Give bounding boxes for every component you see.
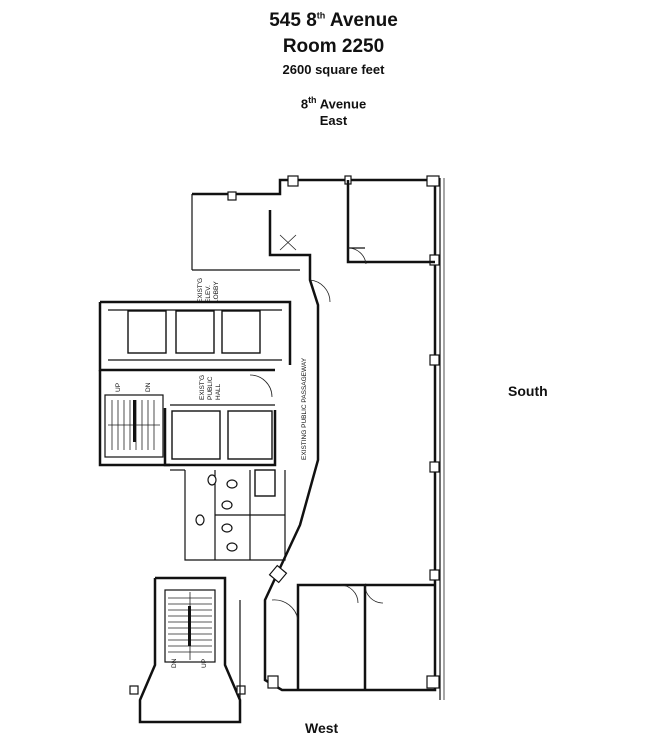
- area-label: 2600 square feet: [282, 62, 385, 77]
- elevator-car: [127, 310, 167, 354]
- passageway-label: EXISTING PUBLIC PASSAGEWAY: [301, 357, 308, 460]
- office-perimeter: [191, 178, 445, 700]
- south-label: South: [508, 383, 548, 399]
- elevator-lobby: EXIST'G ELEV. LOBBY: [98, 278, 292, 372]
- office-rooms-top: [279, 180, 435, 303]
- elevator-car: [221, 310, 261, 354]
- restrooms: [184, 469, 286, 561]
- elevator-car: [175, 310, 215, 354]
- sink-icon: [207, 474, 217, 486]
- room-title: Room 2250: [282, 36, 385, 57]
- office-rooms-bottom: [268, 564, 435, 690]
- street-side-label: East: [319, 113, 348, 128]
- public-hall: EXIST'G PUBLIC HALL: [98, 370, 277, 467]
- hall-label-3: HALL: [215, 383, 222, 400]
- stair-dn-label: DN: [171, 658, 178, 668]
- stairwell-upper: UP DN: [104, 382, 164, 458]
- stair-dn-label: DN: [145, 382, 152, 392]
- west-label: West: [305, 720, 339, 736]
- toilet-icon: [226, 479, 238, 489]
- corridor-lines: [170, 269, 300, 700]
- lobby-label-2: ELEV.: [205, 285, 212, 303]
- stair-up-label: UP: [115, 383, 122, 392]
- sink-icon: [195, 514, 205, 526]
- lobby-label-3: LOBBY: [213, 281, 220, 303]
- elevator-car: [171, 410, 221, 460]
- elevator-car: [227, 410, 273, 460]
- stair-up-label: UP: [201, 659, 208, 668]
- toilet-icon: [221, 500, 233, 510]
- lobby-label-1: EXIST'G: [197, 278, 204, 303]
- toilet-icon: [221, 523, 233, 533]
- stairwell-lower: DN UP: [129, 576, 246, 724]
- hall-label-2: PUBLIC: [207, 376, 214, 400]
- address-title: 545 8th Avenue: [269, 10, 398, 31]
- toilet-icon: [226, 542, 238, 552]
- hall-label-1: EXIST'G: [199, 375, 206, 400]
- street-label: 8th Avenue: [300, 95, 367, 112]
- wall-columns: [227, 175, 440, 689]
